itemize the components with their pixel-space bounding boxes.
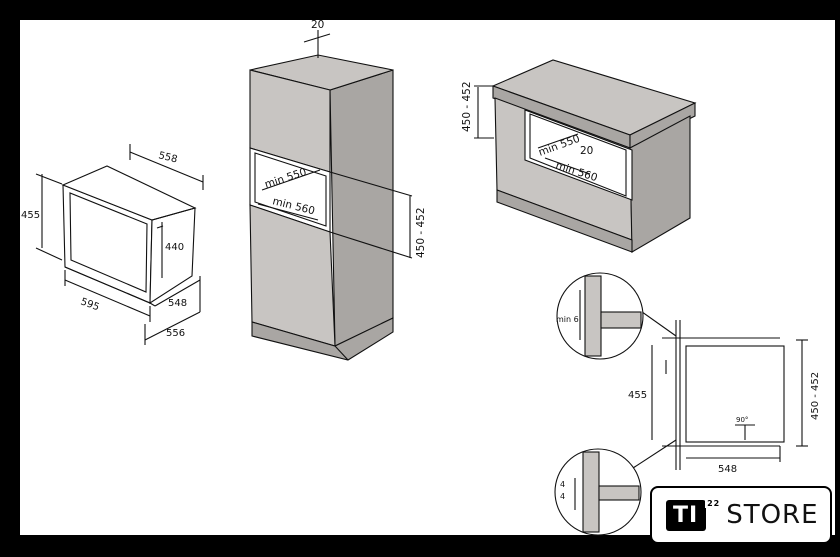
bottom-detail-circle [554, 448, 642, 536]
oven-depth-label: 556 [166, 328, 185, 339]
brand-mark: TI 22 [666, 498, 723, 531]
undercounter-clearance-label: 20 [580, 145, 593, 157]
oven-depth-top-label: 558 [157, 150, 178, 165]
tall-opening-height-label: 450 - 452 [415, 207, 427, 258]
cross-front-height-label: 455 [628, 390, 647, 401]
cross-opening-height-label: 450 - 452 [810, 372, 821, 420]
brand-word: STORE [726, 500, 819, 530]
oven-labels: 558 455 440 595 548 556 [21, 150, 187, 339]
brand-badge: TI 22 STORE [650, 486, 832, 544]
cross-bottom-detail-b-label: 4 [560, 492, 565, 501]
oven-side-depth-label: 548 [168, 298, 187, 309]
cross-bottom-detail-a-label: 4 [560, 480, 565, 489]
cross-depth-label: 548 [718, 464, 737, 475]
undercounter-drawing [474, 59, 697, 253]
cross-top-detail-label: min 6 [556, 315, 579, 324]
oven-drawing [35, 144, 204, 345]
brand-mark-text: TI [673, 502, 699, 528]
oven-inner-height-label: 440 [165, 242, 184, 253]
cross-section-labels: min 6 4 4 455 450 - 452 548 90° [556, 315, 821, 501]
cross-angle-label: 90° [736, 416, 748, 424]
brand-superscript: 22 [705, 498, 723, 508]
tall-unit-drawing [249, 30, 413, 361]
tall-top-gap-label: 20 [311, 19, 324, 31]
cross-section-drawing [627, 301, 808, 471]
oven-height-label: 455 [21, 210, 40, 221]
top-detail-circle [556, 272, 644, 360]
undercounter-opening-height-label: 450 - 452 [461, 81, 473, 132]
